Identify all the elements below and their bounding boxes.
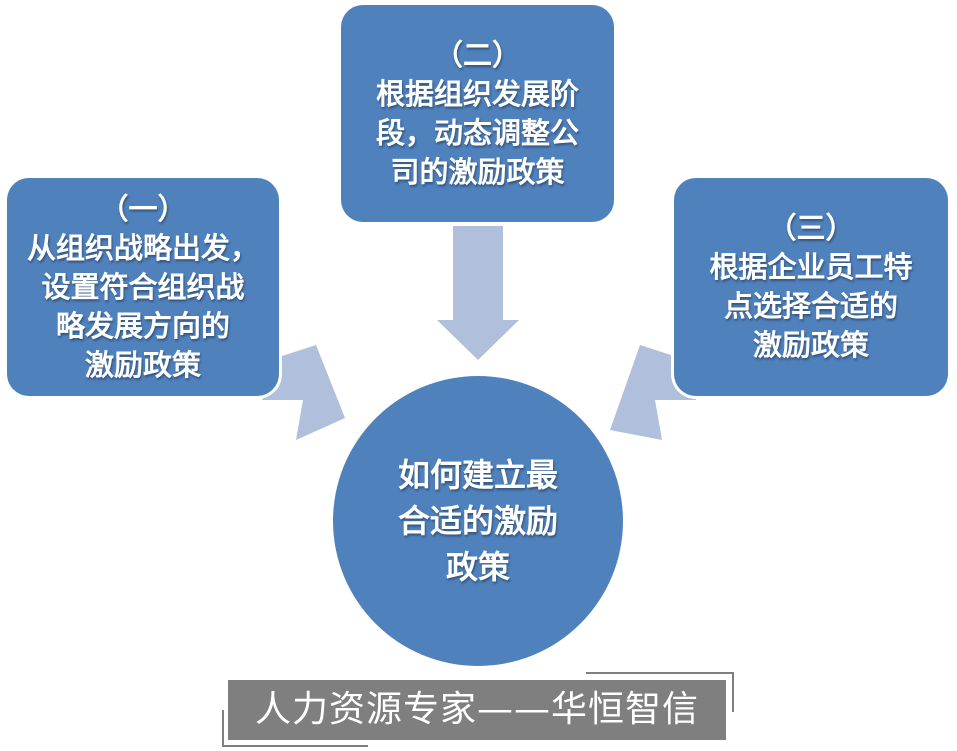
footer-banner: 人力资源专家——华恒智信 [228, 680, 726, 740]
center-circle: 如何建立最 合适的激励 政策 [333, 376, 623, 666]
corner-line [586, 672, 734, 674]
center-line: 如何建立最 [397, 456, 558, 494]
box-line: 设置符合组织战 [41, 269, 245, 304]
box-line: 点选择合适的 [723, 289, 898, 323]
box-stage: （二） 根据组织发展阶 段，动态调整公 司的激励政策 [341, 5, 614, 222]
box-label: （二） [433, 37, 521, 72]
box-line: 段，动态调整公 [375, 115, 579, 150]
box-employee: （三） 根据企业员工特 点选择合适的 激励政策 [674, 178, 948, 396]
box-line: 激励政策 [752, 328, 869, 362]
box-line: 根据企业员工特 [709, 250, 913, 284]
box-label: （一） [99, 191, 187, 226]
center-line: 合适的激励 [397, 502, 558, 540]
arrow-down-icon [437, 226, 519, 360]
center-line: 政策 [445, 548, 510, 586]
arrow-left-to-center-icon [262, 345, 345, 440]
box-line: 从组织战略出发， [26, 230, 259, 265]
corner-line [732, 672, 734, 712]
box-label: （三） [767, 211, 855, 245]
box-strategy: （一） 从组织战略出发， 设置符合组织战 略发展方向的 激励政策 [7, 178, 279, 396]
box-line: 司的激励政策 [390, 154, 565, 189]
corner-line [222, 710, 224, 746]
box-line: 根据组织发展阶 [375, 76, 579, 111]
box-line: 略发展方向的 [55, 308, 230, 343]
box-line: 激励政策 [84, 347, 201, 382]
corner-line [222, 745, 368, 747]
